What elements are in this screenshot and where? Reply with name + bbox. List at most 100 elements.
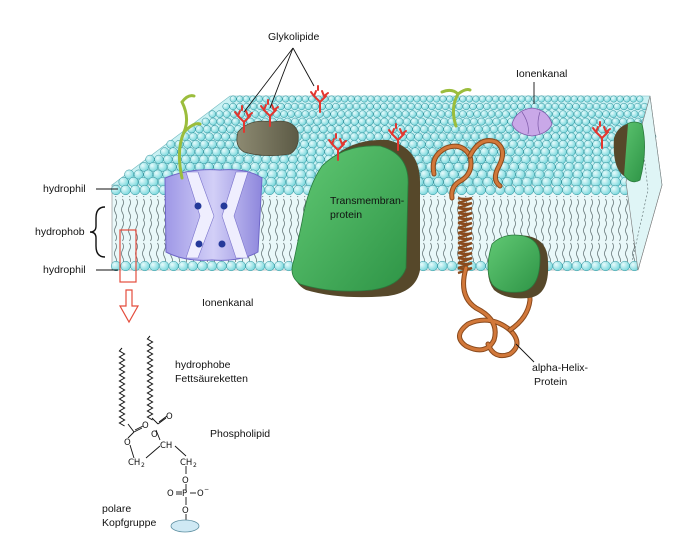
head-group xyxy=(575,147,585,157)
head-group xyxy=(433,95,441,103)
helix-turn xyxy=(457,256,473,265)
head-group xyxy=(325,102,333,111)
head-group xyxy=(533,139,543,149)
head-group xyxy=(373,125,382,134)
fatty-acid-chain-right xyxy=(146,335,154,421)
head-group xyxy=(485,184,496,196)
head-group xyxy=(347,95,355,103)
head-group xyxy=(497,125,506,134)
head-group xyxy=(298,117,307,126)
head-group xyxy=(583,147,593,157)
head-group xyxy=(524,95,532,103)
head-group xyxy=(373,102,381,111)
head-group xyxy=(454,132,464,141)
head-group xyxy=(190,154,200,165)
head-group xyxy=(194,147,204,157)
head-group xyxy=(167,162,177,172)
head-group xyxy=(492,95,500,103)
ion-charge-3 xyxy=(195,240,203,248)
head-group xyxy=(575,125,584,134)
head-group xyxy=(430,110,438,118)
head-group xyxy=(552,117,560,126)
alpha-helix-pointer xyxy=(515,343,535,363)
chem-o-7: O xyxy=(182,506,189,516)
head-group xyxy=(323,110,331,118)
head-group xyxy=(294,110,303,118)
label-ionenkanal-top: Ionenkanal xyxy=(516,68,567,80)
head-group xyxy=(489,125,499,134)
head-group xyxy=(446,132,455,141)
head-group xyxy=(160,147,170,157)
head-group xyxy=(366,132,375,141)
head-group xyxy=(517,102,525,111)
head-group xyxy=(487,110,496,118)
label-phospholipid: Phospholipid xyxy=(210,428,270,440)
head-group xyxy=(443,125,452,134)
head-group xyxy=(216,260,227,272)
head-group xyxy=(446,95,454,103)
head-group xyxy=(410,117,419,126)
head-group xyxy=(420,125,429,134)
head-group xyxy=(531,95,539,103)
label-alpha-helix-2: Protein xyxy=(534,376,567,388)
head-group xyxy=(191,139,201,149)
head-group xyxy=(623,95,631,103)
head-group xyxy=(538,102,546,111)
head-group xyxy=(508,139,518,149)
head-group xyxy=(330,110,338,118)
label-hydrophobe-1: hydrophobe xyxy=(175,359,231,371)
head-group xyxy=(496,102,505,111)
head-group xyxy=(321,117,329,126)
head-group xyxy=(426,95,434,103)
head-group xyxy=(587,110,596,118)
head-group xyxy=(609,110,617,118)
head-group xyxy=(616,95,624,103)
head-group xyxy=(216,117,225,126)
head-group xyxy=(213,132,222,141)
head-group xyxy=(388,117,396,126)
head-group xyxy=(350,132,359,141)
head-group xyxy=(438,132,447,141)
head-group xyxy=(401,110,410,118)
head-group xyxy=(514,184,525,196)
head-group xyxy=(413,95,421,103)
head-group xyxy=(406,95,414,103)
head-group xyxy=(470,117,478,126)
head-group xyxy=(212,147,221,157)
fatty-acid-chain-left xyxy=(118,347,126,427)
head-group xyxy=(600,184,611,196)
head-group xyxy=(301,110,310,118)
peripheral-protein xyxy=(487,234,549,299)
chem-sub-2: 2 xyxy=(193,462,197,469)
label-transmembran-1: Transmembran- xyxy=(330,195,405,207)
head-group xyxy=(540,147,550,157)
head-group xyxy=(344,110,353,118)
head-group xyxy=(139,162,149,172)
head-group xyxy=(488,147,498,157)
head-group xyxy=(427,260,438,272)
head-group xyxy=(166,139,176,149)
head-group xyxy=(393,95,401,103)
head-group xyxy=(367,95,375,103)
head-group xyxy=(343,117,352,126)
backbone-bonds xyxy=(127,415,196,520)
head-group xyxy=(304,102,312,111)
head-group xyxy=(380,117,389,126)
head-group xyxy=(634,102,642,111)
chem-ch2-1: CH xyxy=(128,458,140,468)
head-group xyxy=(499,117,508,126)
head-group xyxy=(222,102,230,111)
helix-turn xyxy=(457,226,473,235)
head-group xyxy=(523,147,533,157)
head-group xyxy=(459,95,467,103)
head-group xyxy=(610,184,621,196)
head-group xyxy=(570,95,578,103)
head-group xyxy=(366,110,374,118)
head-group xyxy=(216,139,226,149)
head-group xyxy=(427,125,436,134)
head-group xyxy=(557,147,567,157)
head-group xyxy=(485,95,493,103)
head-group xyxy=(264,260,275,272)
head-group xyxy=(571,184,582,196)
